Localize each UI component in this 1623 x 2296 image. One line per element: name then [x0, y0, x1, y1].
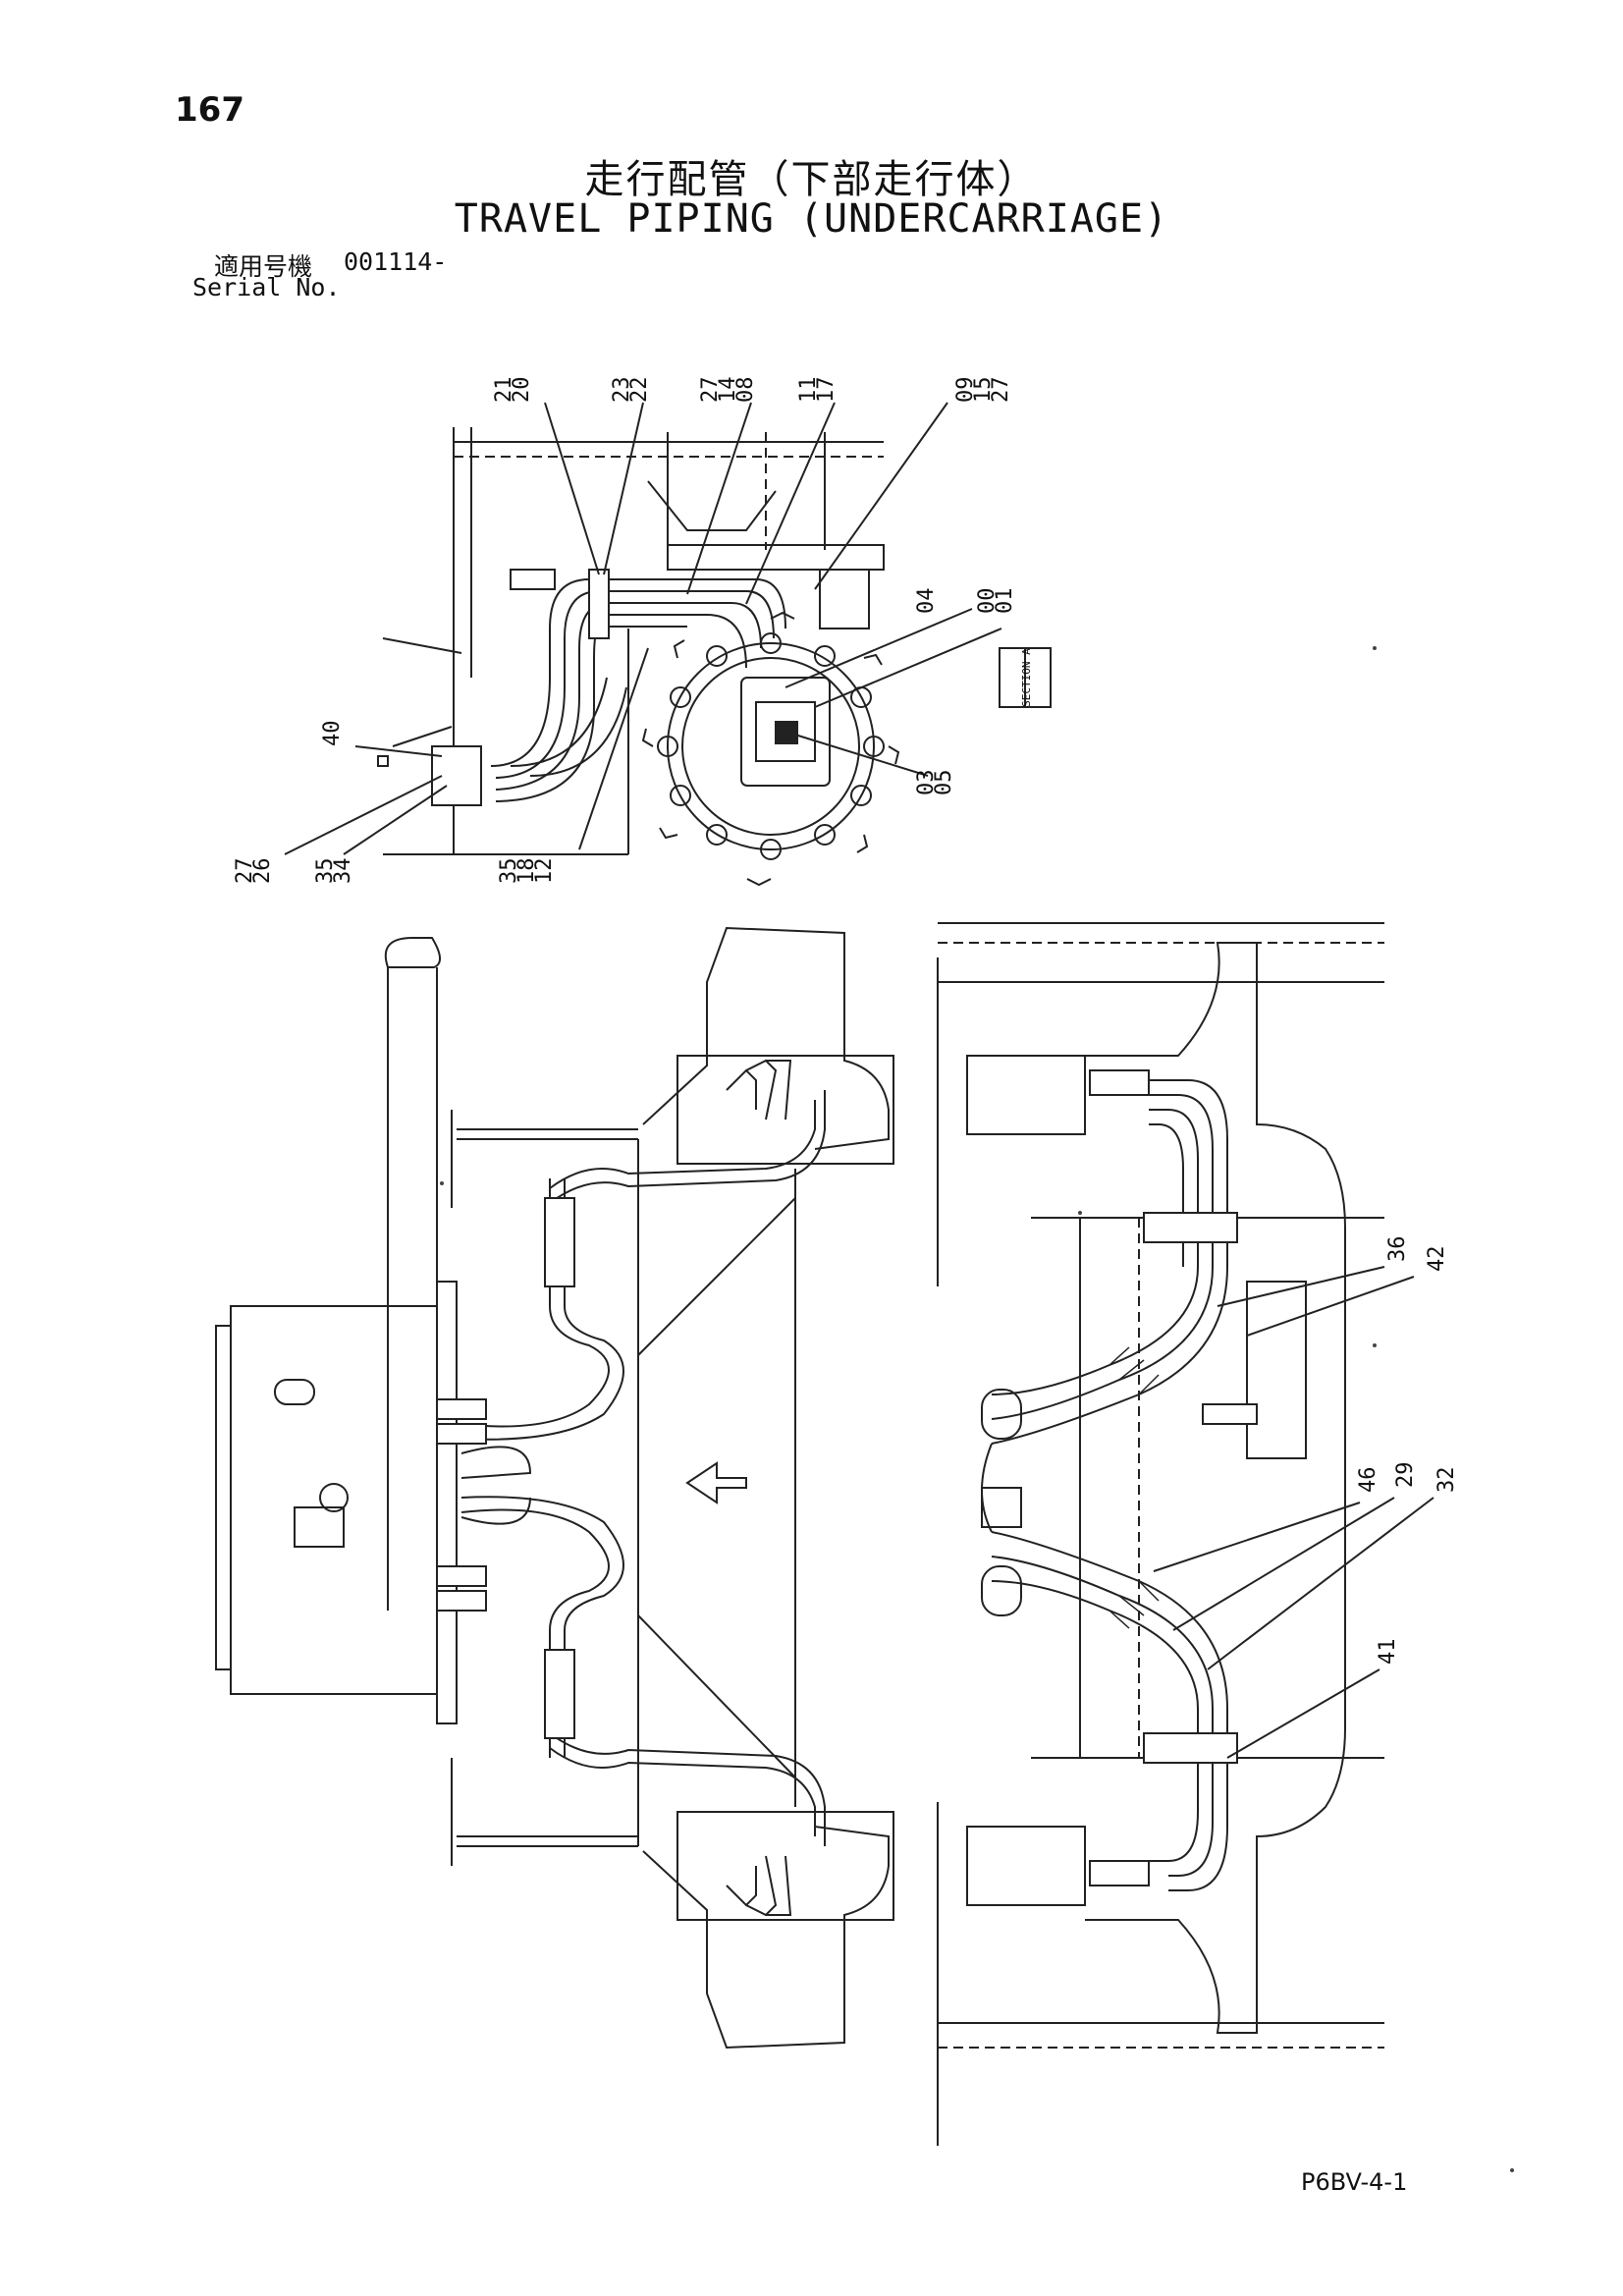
- scan-dots: [440, 219, 1514, 2172]
- callout-11-17: 1117: [796, 377, 839, 404]
- document-code: P6BV-4-1: [1301, 2168, 1408, 2196]
- page-title-japanese: 走行配管（下部走行体）: [584, 157, 1039, 202]
- serial-value: 001114-: [344, 247, 448, 276]
- callout-46: 46: [1356, 1467, 1380, 1494]
- callout-09-15-27: 091527: [953, 377, 1013, 404]
- right-undercarriage-view: [937, 922, 1434, 2146]
- serial-label-english: Serial No.: [192, 273, 341, 301]
- serial-label-japanese: 適用号機: [214, 252, 313, 281]
- callout-29: 29: [1393, 1462, 1418, 1489]
- callout-42: 42: [1425, 1246, 1449, 1273]
- section-label: SECTION A: [1020, 648, 1033, 707]
- top-detail-view: SECTION A: [284, 402, 1052, 887]
- callout-35-18-12: 351812: [497, 858, 557, 885]
- callout-40: 40: [320, 721, 345, 747]
- callout-32: 32: [1434, 1467, 1459, 1494]
- left-undercarriage-view: [215, 926, 894, 2050]
- callout-41: 41: [1376, 1639, 1400, 1666]
- callout-36: 36: [1385, 1236, 1410, 1263]
- top-hose-bundle: [431, 569, 786, 806]
- sprocket: [641, 611, 900, 887]
- callout-04: 04: [914, 588, 939, 615]
- page-title-english: TRAVEL PIPING (UNDERCARRIAGE): [454, 196, 1169, 242]
- callout-03-05: 0305: [914, 770, 956, 796]
- callout-27-26: 2726: [233, 858, 275, 885]
- page-number: 167: [175, 90, 244, 130]
- callout-23-22: 2322: [610, 377, 652, 404]
- callout-00-01: 0001: [975, 588, 1017, 615]
- callout-35-34: 3534: [313, 858, 355, 885]
- callout-21-20: 2120: [492, 377, 534, 404]
- callout-27-14-08: 271408: [698, 377, 758, 404]
- section-a-marker: SECTION A: [999, 647, 1052, 708]
